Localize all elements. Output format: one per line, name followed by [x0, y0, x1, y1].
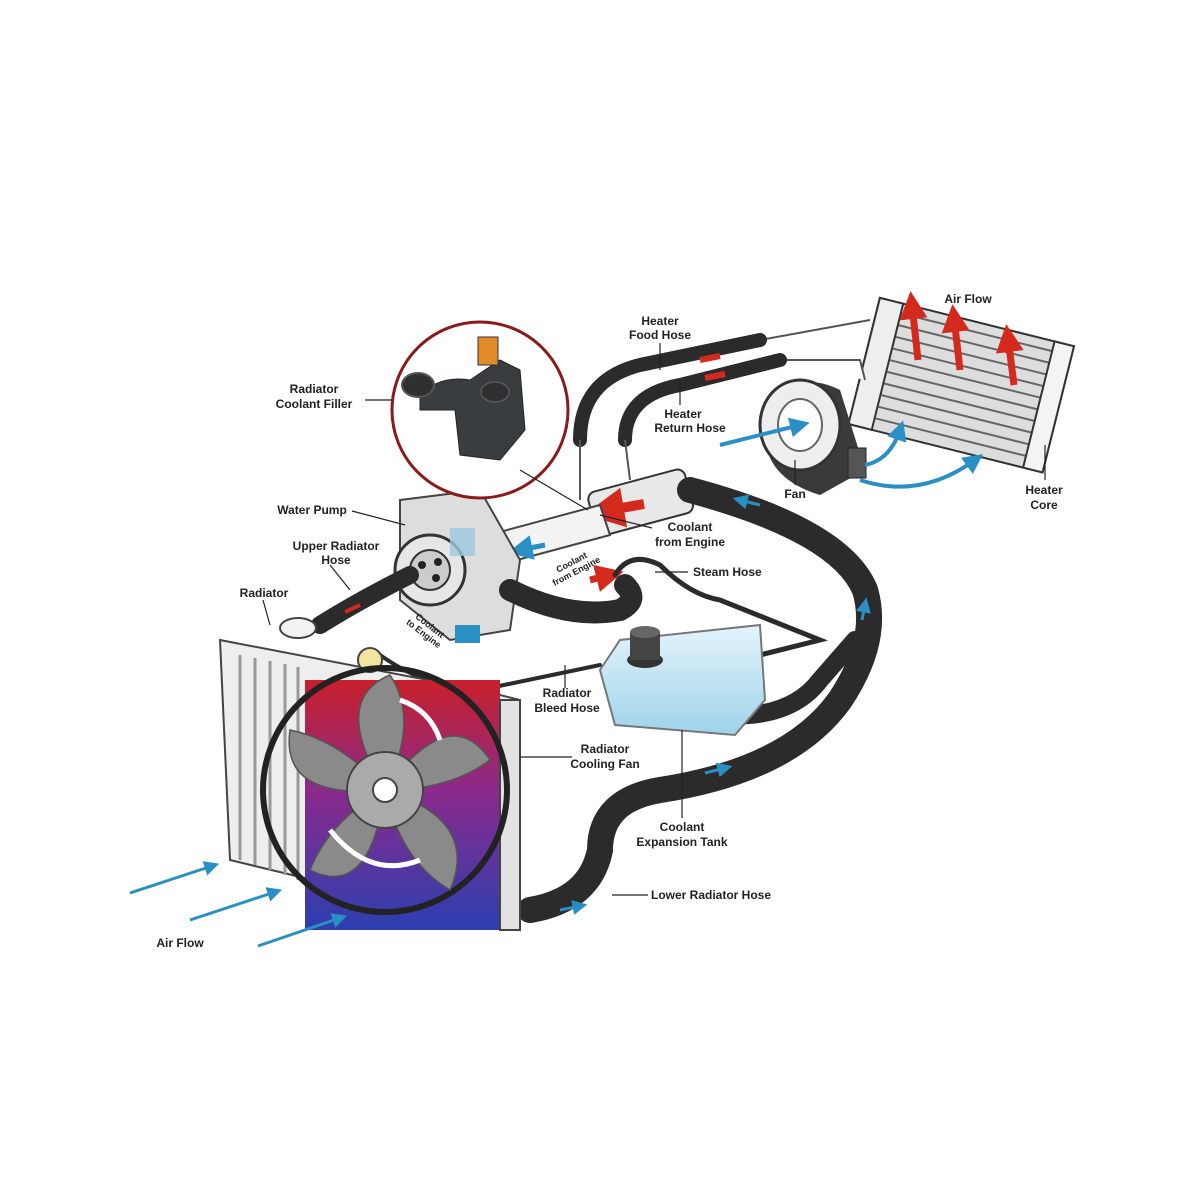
heater-food-hose: [573, 333, 767, 447]
upper-radiator-hose: [311, 566, 419, 634]
flow-arrows-lower-hose: [559, 494, 871, 915]
label-steam-hose: Steam Hose: [693, 565, 762, 579]
label-air-flow-bottom: Air Flow: [156, 936, 204, 950]
coolant-expansion-tank: [598, 623, 767, 737]
label-air-flow-top: Air Flow: [944, 292, 992, 306]
hot-flow-mark: [344, 603, 361, 614]
air-flow-cold-arrows: [129, 861, 348, 948]
heater-return-hose: [618, 353, 787, 447]
air-flow-hot-arrows: [899, 291, 1024, 386]
rotation-arrow-icon: [399, 697, 443, 741]
label-leader-lines: [262, 343, 1046, 896]
label-water-pump: Water Pump: [277, 503, 347, 517]
heater-pipe: [759, 319, 871, 381]
hot-flow-marks: [699, 353, 726, 381]
water-pump: [393, 488, 522, 643]
pump-bypass-hose: [499, 574, 643, 624]
coolant-arrow: [507, 535, 546, 560]
label-fan: Fan: [784, 487, 805, 501]
lower-radiator-hose: [517, 477, 883, 923]
heater-core: [847, 296, 1076, 474]
rotation-arrow-icon: [328, 828, 421, 869]
blower-fan: [758, 378, 867, 495]
label-lower-radiator-hose: Lower Radiator Hose: [651, 888, 771, 902]
heater-hose-pipes: [579, 439, 631, 500]
label-radiator: Radiator: [240, 586, 289, 600]
blower-air-arrows: [719, 417, 984, 489]
inset-leader-line: [519, 469, 589, 511]
hot-arrow-small: [589, 564, 624, 592]
radiator-cooling-fan: [260, 665, 510, 915]
coolant-filler-inset: [390, 320, 570, 500]
steam-hose: [612, 556, 829, 658]
